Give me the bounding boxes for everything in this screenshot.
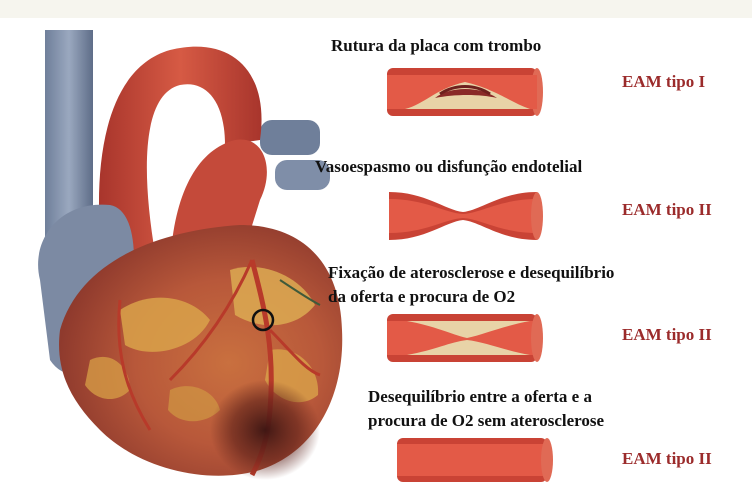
panel-4-caption-line-1: Desequilíbrio entre a oferta e a (368, 385, 604, 409)
top-band (0, 0, 752, 18)
panel-1-caption-line-1: Rutura da placa com trombo (331, 34, 541, 58)
panel-2-caption: Vasoespasmo ou disfunção endotelial (315, 155, 582, 179)
panel-1-caption: Rutura da placa com trombo (331, 34, 541, 58)
vessel-plaque-thrombus (385, 64, 545, 120)
heart-illustration (20, 30, 350, 480)
panel-4-type-label: EAM tipo II (622, 449, 712, 469)
panel-3-caption-line-1: Fixação de aterosclerose e desequilíbrio (328, 261, 614, 285)
panel-4-caption: Desequilíbrio entre a oferta e a procura… (368, 385, 604, 433)
panel-1-type-label: EAM tipo I (622, 72, 705, 92)
panel-4-caption-line-2: procura de O2 sem aterosclerose (368, 409, 604, 433)
panel-2-type-label: EAM tipo II (622, 200, 712, 220)
vessel-vasospasm (385, 188, 545, 244)
vessel-normal-artery (395, 432, 555, 488)
panel-3-type-label: EAM tipo II (622, 325, 712, 345)
panel-3-caption-line-2: da oferta e procura de O2 (328, 285, 614, 309)
panel-2-caption-line-1: Vasoespasmo ou disfunção endotelial (315, 155, 582, 179)
panel-3-caption: Fixação de aterosclerose e desequilíbrio… (328, 261, 614, 309)
vessel-fixed-atherosclerosis (385, 310, 545, 366)
